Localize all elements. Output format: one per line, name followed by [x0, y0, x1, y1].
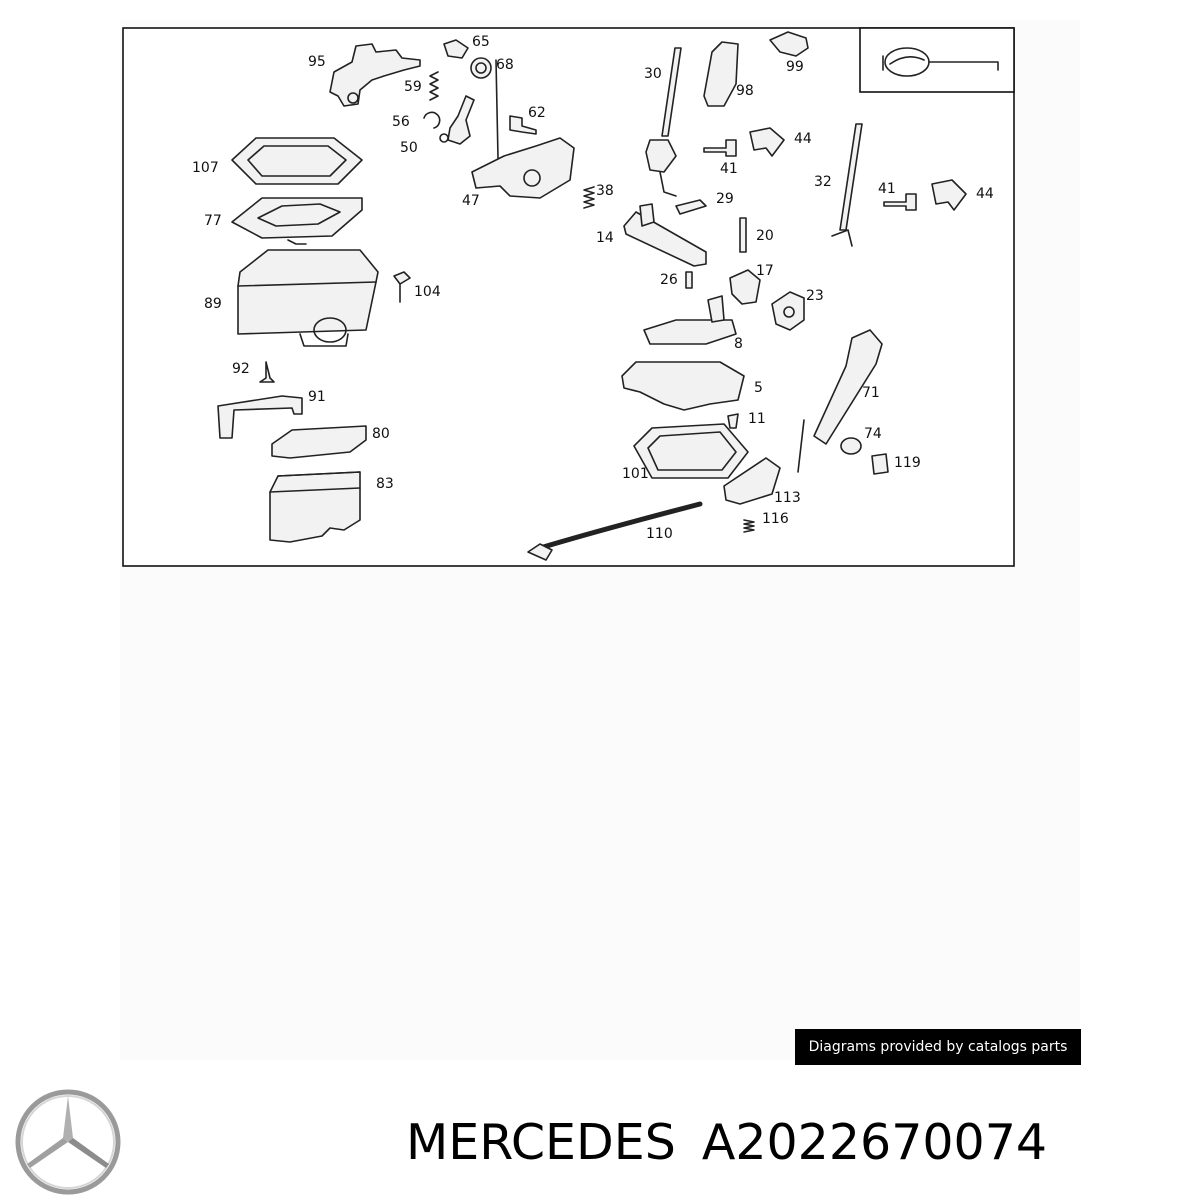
part-module-80	[271, 425, 367, 459]
callout-98: 98	[736, 83, 754, 99]
part-bolt-104	[393, 271, 411, 303]
part-pin-29	[675, 199, 707, 215]
callout-20: 20	[756, 228, 774, 244]
callout-68: 68	[496, 57, 514, 73]
callout-32: 32	[814, 174, 832, 190]
mercedes-star-icon	[15, 1089, 121, 1195]
callout-26: 26	[660, 272, 678, 288]
part-bush-74	[840, 437, 862, 455]
part-clip-119	[871, 453, 889, 475]
callout-110: 110	[646, 526, 673, 542]
part-frame-107	[231, 137, 363, 185]
part-housing-47	[471, 59, 575, 199]
callout-92: 92	[232, 361, 250, 377]
part-plate-8	[643, 295, 737, 345]
product-title: MERCEDES A2022670074	[406, 1110, 1196, 1174]
callout-38: 38	[596, 183, 614, 199]
callout-104: 104	[414, 284, 441, 300]
part-bush-68	[470, 57, 492, 79]
part-gasket-101	[633, 423, 749, 479]
callout-47: 47	[462, 193, 480, 209]
callout-91: 91	[308, 389, 326, 405]
callout-23: 23	[806, 288, 824, 304]
part-shaft-14	[623, 203, 707, 267]
callout-80: 80	[372, 426, 390, 442]
part-clamp-44b	[931, 179, 967, 211]
callout-119: 119	[894, 455, 921, 471]
callout-74: 74	[864, 426, 882, 442]
part-bolt-41b	[883, 193, 917, 211]
callout-41: 41	[720, 161, 738, 177]
part-screw-92	[259, 361, 275, 383]
callout-5: 5	[754, 380, 763, 396]
part-lever-71	[797, 329, 883, 473]
credit-badge: Diagrams provided by catalogs parts	[795, 1029, 1081, 1065]
part-spring-59	[429, 71, 439, 101]
callout-65: 65	[472, 34, 490, 50]
part-pin-26	[685, 271, 693, 289]
callout-17: 17	[756, 263, 774, 279]
part-bracket-113	[723, 457, 781, 505]
part-screw-62	[509, 115, 537, 135]
callout-116: 116	[762, 511, 789, 527]
part-housing-89	[237, 249, 379, 347]
callout-29: 29	[716, 191, 734, 207]
part-cam-23	[771, 291, 805, 331]
selector-knob-icon	[882, 47, 999, 77]
callout-11: 11	[748, 411, 766, 427]
part-bolt-41a	[703, 139, 737, 157]
callout-83: 83	[376, 476, 394, 492]
callout-14: 14	[596, 230, 614, 246]
callout-44b: 44	[976, 186, 994, 202]
part-ring-56	[423, 111, 441, 129]
part-screw-11	[727, 413, 739, 429]
part-bush-17	[729, 269, 761, 305]
part-clamp-44a	[749, 127, 785, 157]
callout-113: 113	[774, 490, 801, 506]
part-shaft-32	[831, 123, 863, 247]
callout-59: 59	[404, 79, 422, 95]
callout-41b: 41	[878, 181, 896, 197]
part-clip-65	[443, 39, 469, 59]
part-knob-98	[703, 41, 739, 107]
part-shaft-30	[661, 47, 682, 137]
part-lever-50	[439, 95, 475, 145]
callout-44: 44	[794, 131, 812, 147]
part-gate-77	[231, 197, 363, 245]
callout-89: 89	[204, 296, 222, 312]
part-bracket-95	[329, 43, 421, 107]
part-cap-99	[769, 31, 809, 57]
part-base-5	[621, 361, 745, 411]
part-cover-91	[217, 395, 303, 439]
part-pin-20	[739, 217, 747, 253]
callout-77: 77	[204, 213, 222, 229]
brand-name: MERCEDES	[406, 1113, 676, 1171]
callout-95: 95	[308, 54, 326, 70]
part-number: A2022670074	[701, 1113, 1048, 1171]
callout-8: 8	[734, 336, 743, 352]
callout-56: 56	[392, 114, 410, 130]
part-unit-83	[269, 471, 361, 543]
part-spring-38	[583, 186, 595, 209]
callout-99: 99	[786, 59, 804, 75]
callout-101: 101	[622, 466, 649, 482]
callout-50: 50	[400, 140, 418, 156]
part-cable-110	[527, 501, 703, 561]
callout-30: 30	[644, 66, 662, 82]
part-spring-116	[743, 519, 755, 533]
callout-71: 71	[862, 385, 880, 401]
callout-62: 62	[528, 105, 546, 121]
part-lever-body	[645, 139, 677, 197]
callout-107: 107	[192, 160, 219, 176]
